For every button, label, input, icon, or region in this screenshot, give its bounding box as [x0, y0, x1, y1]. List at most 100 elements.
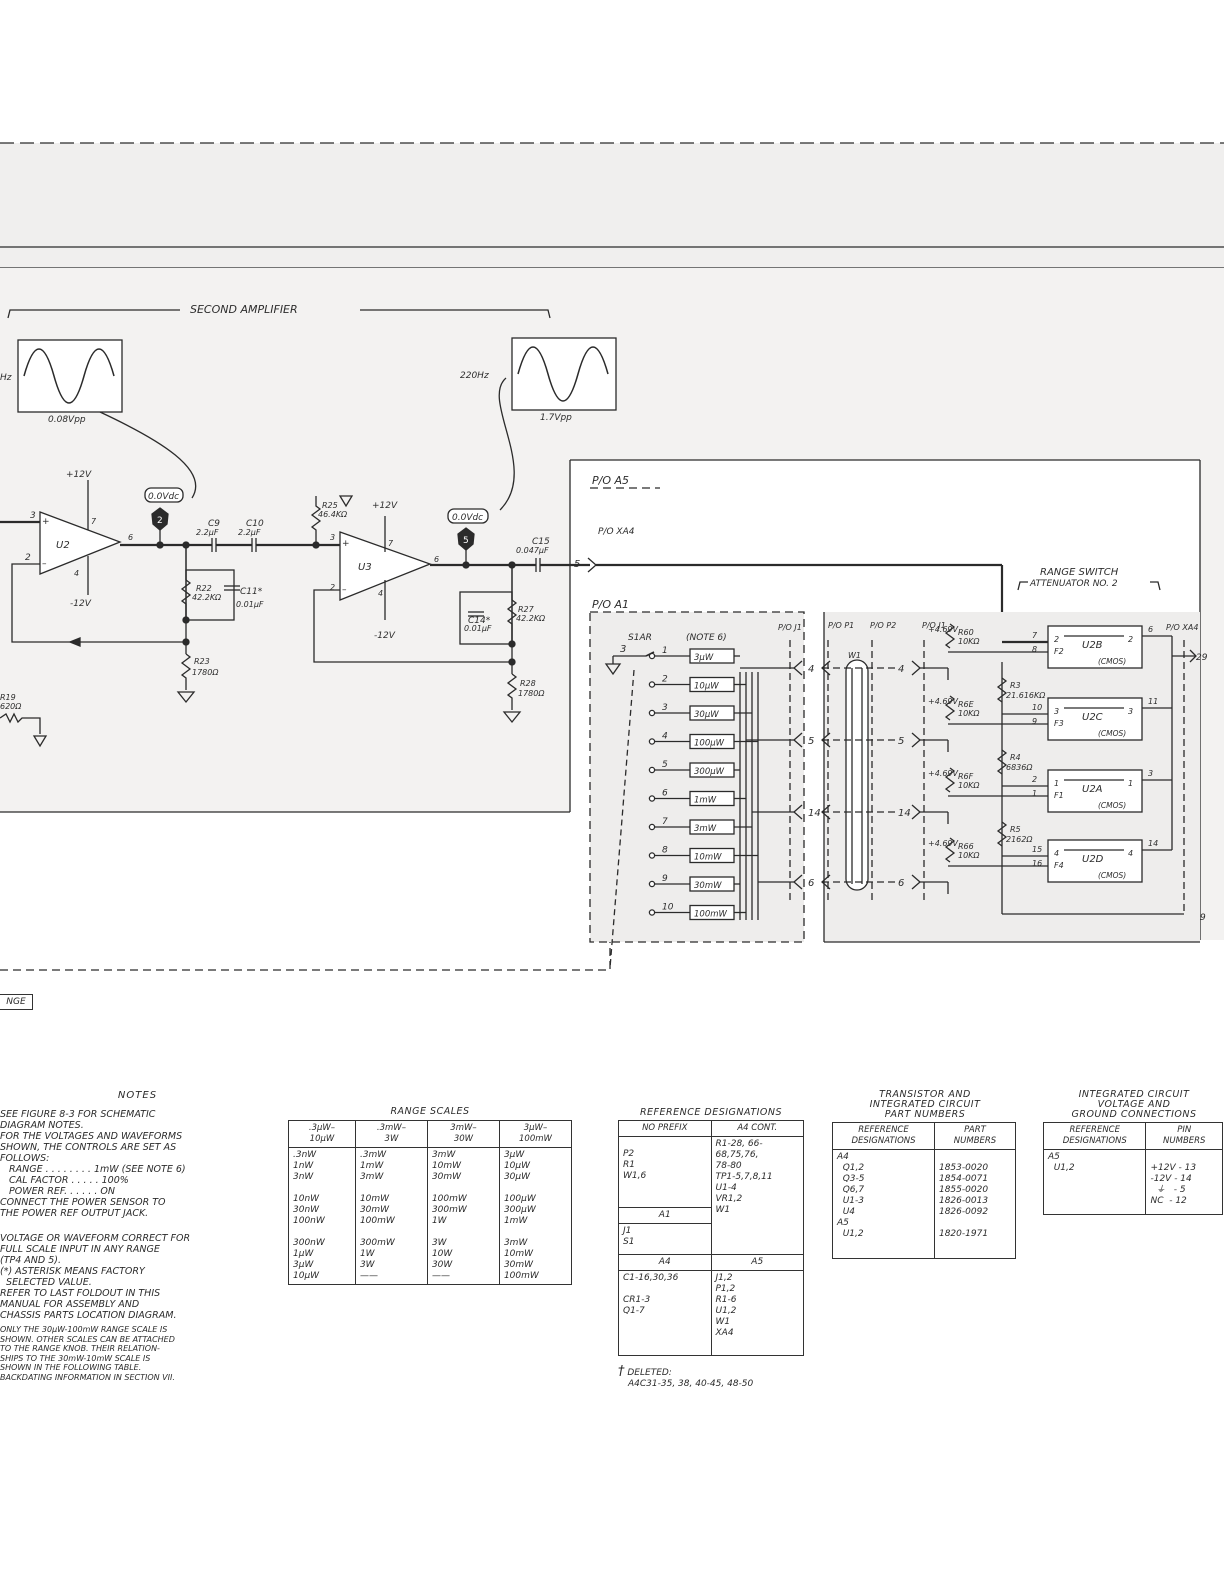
ic-connections-table: REFERENCE DESIGNATIONS PIN NUMBERS A5 U1…: [1042, 1122, 1223, 1215]
r27-label: R27: [518, 605, 535, 614]
connector-chevron: [793, 874, 803, 890]
u2-label: U2: [56, 540, 70, 551]
cmos-switch-type-0: (CMOS): [1098, 657, 1126, 666]
ref-designations-table: NO PREFIX A4 CONT. P2 R1 W1,6 R1-28, 66-…: [618, 1120, 804, 1356]
c9-value: 2.2μF: [196, 528, 219, 537]
part-nums: 1853-0020 1854-0071 1855-0020 1826-0013 …: [938, 1163, 989, 1239]
r19-label: R19: [0, 693, 16, 702]
c11-value: 0.01μF: [236, 600, 264, 609]
w1-label: W1: [848, 651, 861, 660]
a1-label: P/O A1: [592, 598, 629, 611]
note-line: VOLTAGE OR WAVEFORM CORRECT FOR: [0, 1233, 191, 1244]
range-scale-header: .3μW– 10μW: [288, 1120, 356, 1148]
u2-pin7: 7: [91, 517, 97, 526]
svg-text:3: 3: [620, 644, 626, 655]
range-value-7: 3mW: [694, 824, 717, 834]
note-line: CHASSIS PARTS LOCATION DIAGRAM.: [0, 1310, 177, 1321]
range-switch-subtitle: ATTENUATOR NO. 2: [1029, 579, 1118, 589]
note-line: SELECTED VALUE.: [0, 1277, 92, 1288]
note-line: FOR THE VOLTAGES AND WAVEFORMS: [0, 1131, 183, 1142]
ref-a1-label: A1: [618, 1207, 712, 1224]
u2-neg-supply: -12V: [70, 599, 92, 609]
atten-resistor: [944, 623, 956, 649]
ic-refs: A5 U1,2: [1048, 1152, 1075, 1173]
range-value-4: 100μW: [694, 739, 725, 749]
range-value-6: 1mW: [694, 796, 717, 806]
range-value-1: 3μW: [694, 653, 714, 663]
atten-resistor: [944, 767, 956, 793]
series-val-0: 21.616KΩ: [1006, 691, 1046, 700]
range-scale-header: 3mW– 30W: [426, 1120, 500, 1148]
switch-position-8: 8: [662, 846, 668, 856]
cmos-tail-3: 14: [1148, 839, 1158, 848]
c10-label: C10: [246, 519, 264, 529]
range-value-5: 300μW: [694, 767, 725, 777]
note-small-line: SHOWN. OTHER SCALES CAN BE ATTACHED: [0, 1334, 175, 1344]
switch-position-10: 10: [662, 903, 674, 913]
ref-a4-items: C1-16,30,36 CR1-3 Q1-7: [623, 1273, 679, 1316]
u2-pin3: 3: [30, 511, 36, 521]
range-scale-header: .3mW– 3W: [354, 1120, 428, 1148]
ref-col1-header: NO PREFIX: [618, 1120, 712, 1137]
switch-contact: [648, 909, 656, 916]
series-val-1: 6836Ω: [1006, 763, 1033, 772]
u3-pin6: 6: [434, 555, 439, 564]
switch-position-1: 1: [662, 646, 668, 656]
cmos-pin-in-2: 1: [1054, 779, 1059, 788]
switch-contact: [648, 823, 656, 831]
series-ref-0: R3: [1010, 681, 1021, 690]
cmos-switch: [1047, 769, 1143, 813]
cmos-tail-0: 6: [1148, 625, 1153, 634]
cmos-switch-type-2: (CMOS): [1098, 801, 1126, 810]
p1-label: P/O P1: [828, 621, 854, 630]
range-tab: NGE: [0, 994, 33, 1010]
cmos-tail-2: 3: [1148, 769, 1153, 778]
cmos-in-b-1: 9: [1032, 717, 1037, 726]
connector-pin-4: 4: [808, 664, 814, 675]
atten-supply-1: +4.69V: [928, 697, 959, 706]
switch-contact: [648, 709, 656, 717]
connector-pin-14: 14: [808, 808, 821, 819]
switch-contact: [648, 795, 656, 802]
xa4-right-label: P/O XA4: [1166, 623, 1198, 632]
output-pin-5: 5: [574, 559, 580, 570]
part-refs: A4 Q1,2 Q3-5 Q6,7 U1-3 U4 A5 U1,2: [837, 1152, 865, 1239]
note-line: SHOWN, THE CONTROLS ARE SET AS: [0, 1142, 177, 1153]
deleted-note: † DELETED: A4C31-35, 38, 40-45, 48-50: [618, 1365, 753, 1390]
deleted-label: DELETED:: [627, 1368, 672, 1378]
range-value-10: 100mW: [694, 910, 728, 920]
ic-col2: PIN NUMBERS: [1145, 1122, 1223, 1150]
ic-pins: +12V - 13 -12V - 14 ⏚ - 5 NC - 12: [1150, 1163, 1197, 1206]
cmos-in-a-0: 7: [1032, 631, 1038, 640]
r28-label: R28: [520, 679, 536, 688]
ref-a4-label: A4: [618, 1254, 712, 1271]
switch-position-6: 6: [662, 789, 668, 799]
switch-s1ar: S1AR: [628, 633, 652, 643]
cmos-pin-in-1: 3: [1054, 707, 1059, 716]
xa4-top-label: P/O XA4: [598, 527, 635, 537]
cmos-switch-f-0: F2: [1054, 647, 1064, 656]
c9-label: C9: [208, 519, 220, 529]
atten-resistor: [944, 837, 956, 863]
waveform-1-freq: Hz: [0, 373, 12, 383]
ref-a5-items: J1,2 P1,2 R1-6 U1,2 W1 XA4: [715, 1273, 737, 1338]
range-scale-column: .3nW 1nW 3nW 10nW 30nW 100nW 300nW 1μW 3…: [288, 1147, 356, 1285]
r23-label: R23: [194, 657, 210, 666]
part-col1: REFERENCE DESIGNATIONS: [832, 1122, 935, 1150]
switch-position-9: 9: [662, 874, 668, 884]
atten-ref-1: R6E: [958, 700, 975, 709]
cmos-in-a-2: 2: [1032, 775, 1037, 784]
connector-chevron: [793, 804, 803, 820]
note-line: (TP4 AND 5).: [0, 1255, 62, 1266]
note-line: FULL SCALE INPUT IN ANY RANGE: [0, 1244, 160, 1255]
switch-contact: [648, 852, 656, 859]
cmos-in-b-2: 1: [1032, 789, 1037, 798]
part-numbers-table: REFERENCE DESIGNATIONS PART NUMBERS A4 Q…: [832, 1122, 1017, 1259]
atten-ref-0: R60: [958, 628, 974, 637]
atten-val-0: 10KΩ: [958, 637, 980, 646]
r27-value: 42.2KΩ: [516, 614, 546, 623]
